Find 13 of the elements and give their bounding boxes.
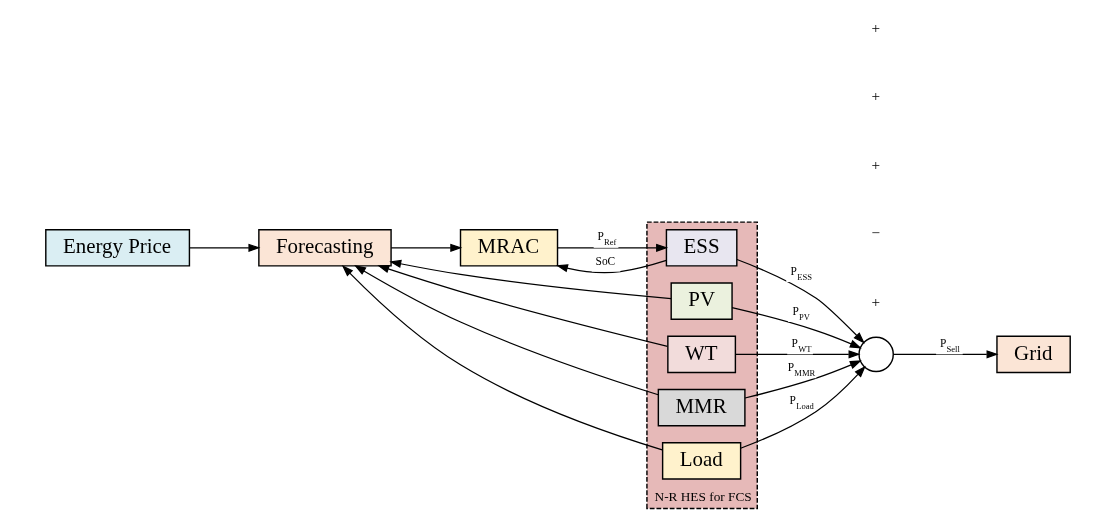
label: + — [870, 87, 880, 105]
edge-label: SoC — [595, 255, 615, 268]
label: + — [870, 18, 880, 36]
label: + — [870, 155, 880, 173]
edge-label: P$_{PV}$ — [791, 304, 810, 322]
label: + — [870, 292, 880, 310]
edge-label: P$_{Load}$ — [789, 393, 814, 411]
edge-label: P$_{MMR}$ — [787, 360, 815, 378]
edge-label: P$_{Ref}$ — [596, 230, 616, 248]
label: − — [870, 224, 880, 242]
edge-label: P$_{WT}$ — [791, 336, 811, 354]
edge-label: P$_{ESS}$ — [790, 264, 812, 282]
edge-label: P$_{Sell}$ — [939, 336, 960, 354]
